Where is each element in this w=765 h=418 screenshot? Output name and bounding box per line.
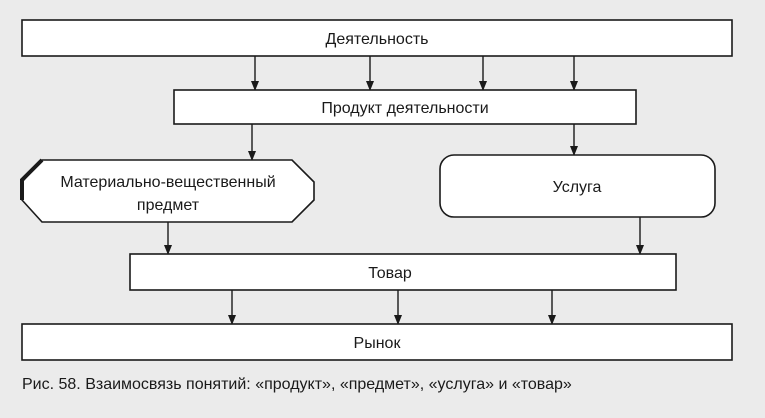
node-product-label: Продукт деятельности [321, 100, 488, 117]
node-goods-label: Товар [368, 265, 412, 282]
figure-caption: Рис. 58. Взаимосвязь понятий: «продукт»,… [22, 376, 572, 393]
node-goods: Товар [129, 253, 677, 291]
arrows-activity-to-product [251, 56, 578, 91]
node-service: Услуга [439, 154, 716, 218]
node-market-label: Рынок [354, 335, 402, 352]
node-service-label: Услуга [553, 179, 602, 196]
node-activity: Деятельность [21, 19, 733, 57]
node-market: Рынок [21, 323, 733, 361]
node-activity-label: Деятельность [326, 31, 429, 48]
arrows-to-goods [164, 217, 644, 255]
node-material-label-line2: предмет [137, 197, 200, 214]
node-material-object: Материально-вещественный предмет [20, 158, 315, 223]
octagon-shadow-edge [20, 158, 44, 200]
arrows-product-to-children [248, 124, 578, 161]
arrows-goods-to-market [228, 290, 556, 325]
node-material-label-line1: Материально-вещественный [60, 174, 275, 191]
node-product: Продукт деятельности [173, 89, 637, 125]
